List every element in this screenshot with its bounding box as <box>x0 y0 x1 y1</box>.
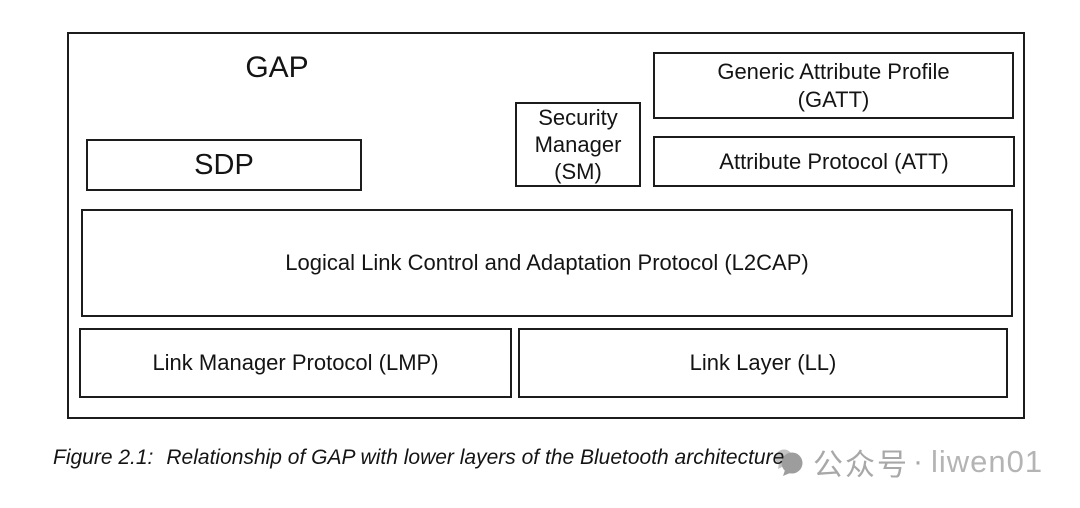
watermark-separator: · <box>913 445 923 478</box>
lmp-box-label: Link Manager Protocol (LMP) <box>152 350 439 375</box>
gap-label: GAP <box>245 51 309 84</box>
figure-caption-number: Figure 2.1: <box>53 446 154 469</box>
l2cap-box: Logical Link Control and Adaptation Prot… <box>81 209 1013 317</box>
gatt-box-label-line2: (GATT) <box>797 86 870 112</box>
sdp-box: SDP <box>86 139 362 191</box>
security-manager-box: Security Manager (SM) <box>515 102 641 187</box>
figure-caption: Figure 2.1: Relationship of GAP with lowe… <box>53 446 784 470</box>
att-box-label: Attribute Protocol (ATT) <box>719 148 949 174</box>
lmp-box: Link Manager Protocol (LMP) <box>79 328 512 398</box>
watermark-text: 公众号 <box>813 449 909 482</box>
security-manager-box-label-line2: Manager <box>534 132 622 157</box>
att-box: Attribute Protocol (ATT) <box>653 136 1015 187</box>
security-manager-box-label-line1: Security <box>538 105 618 130</box>
security-manager-box-label-line3: (SM) <box>554 159 602 184</box>
watermark-handle: liwen01 <box>931 444 1044 479</box>
chat-bubbles-logo-icon <box>775 449 803 476</box>
ll-box-label: Link Layer (LL) <box>689 350 837 375</box>
watermark: 公众号 · liwen01 <box>773 443 1044 482</box>
figure-caption-text: Relationship of GAP with lower layers of… <box>166 446 785 469</box>
gatt-box: Generic Attribute Profile (GATT) <box>653 52 1014 119</box>
ll-box: Link Layer (LL) <box>518 328 1008 398</box>
sdp-box-label: SDP <box>194 149 254 181</box>
l2cap-box-label: Logical Link Control and Adaptation Prot… <box>285 250 809 275</box>
gatt-box-label-line1: Generic Attribute Profile <box>717 58 950 84</box>
